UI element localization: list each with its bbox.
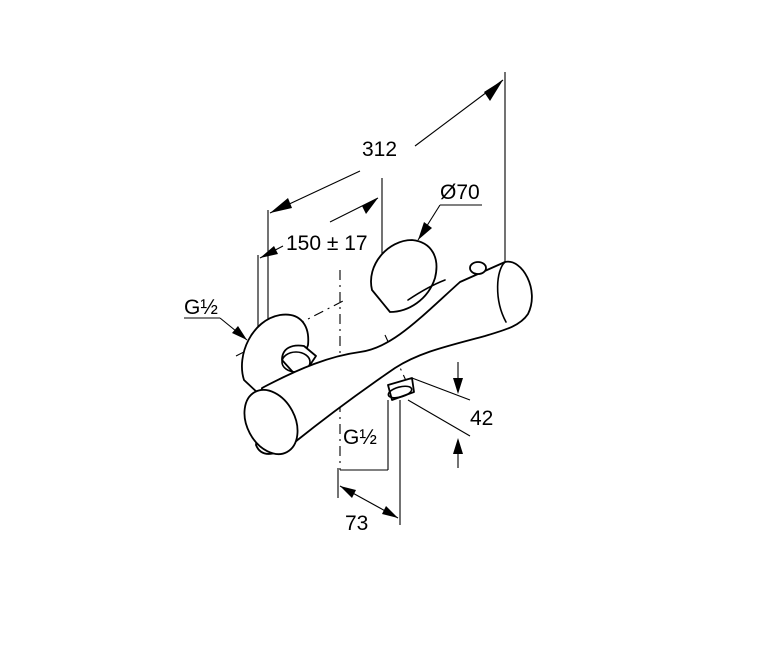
- mixer-body: [255, 260, 533, 455]
- dim-label-outlet-thread: G½: [343, 426, 377, 449]
- right-inlet-edge: [407, 279, 446, 301]
- dim-label-150: 150 ± 17: [286, 232, 368, 255]
- dim-label-312: 312: [362, 138, 397, 161]
- arrowhead: [340, 486, 356, 498]
- right-cap-edge: [496, 261, 507, 323]
- arrowhead: [484, 80, 503, 101]
- dim-label-73: 73: [345, 512, 368, 535]
- left-inlet-stem: [281, 344, 317, 381]
- ext-line-42-bottom: [407, 399, 471, 437]
- right-rosette: [370, 239, 438, 313]
- ext-line-42-top: [411, 377, 471, 401]
- dim-label-42: 42: [470, 407, 493, 430]
- arrowhead: [453, 378, 463, 394]
- top-button: [469, 261, 487, 275]
- arrowhead: [453, 438, 463, 454]
- arrowhead: [362, 198, 378, 214]
- dim-label-diameter: Ø70: [440, 181, 480, 204]
- arrowhead: [270, 198, 292, 213]
- outlet-nozzle: [387, 377, 415, 401]
- dim-label-inlet-thread: G½: [184, 296, 218, 319]
- arrowhead: [260, 246, 278, 258]
- arrowhead: [382, 506, 398, 518]
- left-handle-face: [243, 389, 299, 455]
- outlet-ring: [387, 385, 413, 399]
- arrowhead: [232, 326, 247, 340]
- arrowhead: [418, 222, 432, 240]
